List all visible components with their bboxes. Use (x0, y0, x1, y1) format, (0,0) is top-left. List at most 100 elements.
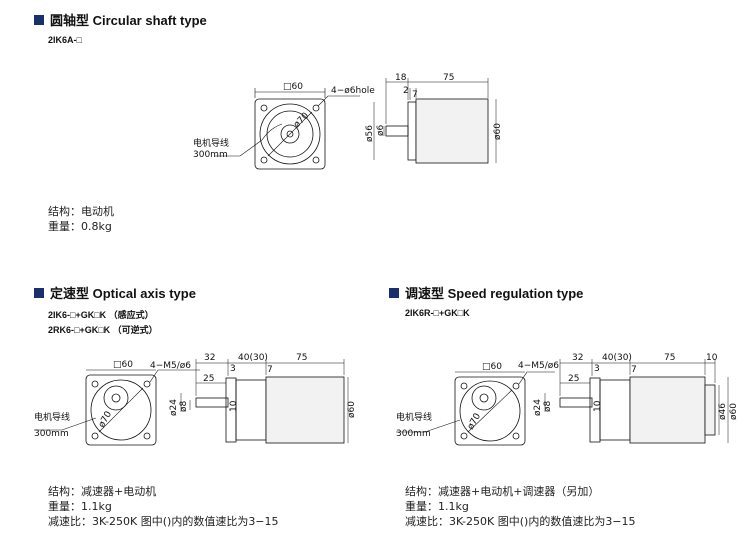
optical-model-1: 2IK6-□+GK□K （感应式） (48, 310, 154, 320)
speed-dim-46: ø46 (718, 403, 728, 420)
flange-square (254, 98, 326, 170)
mount-hole (143, 432, 151, 440)
speed-model: 2IK6R-□+GK□K (405, 308, 470, 318)
optical-dim-24: ø24 (169, 399, 179, 416)
flange (407, 101, 417, 161)
speed-dim-7: 7 (631, 365, 637, 375)
speed-dim-holes: 4−M5/ø6 (518, 361, 559, 371)
speed-dim-24: ø24 (533, 399, 543, 416)
speed-lead-1: 电机导线 (396, 411, 432, 423)
circular-side-view (373, 78, 497, 164)
circular-spec: 结构：电动机 重量：0.8kg (48, 204, 114, 234)
optical-dim-7: 7 (267, 365, 273, 375)
optical-dim-25: 25 (203, 374, 214, 384)
gearbox-body (599, 379, 631, 441)
title-square-icon (389, 287, 399, 298)
optical-title-text: 定速型 Optical axis type (50, 286, 196, 301)
mount-hole (312, 104, 320, 112)
speed-dim-3: 3 (594, 364, 600, 374)
mount-hole (91, 432, 99, 440)
optical-dim-60: ø60 (347, 401, 357, 418)
speed-dim-32: 32 (572, 353, 583, 363)
circular-dim-2: 2 (403, 86, 409, 96)
speed-dim-square: □60 (482, 362, 502, 372)
mount-hole (143, 380, 151, 388)
speed-dim-10-top: 10 (706, 353, 718, 363)
speed-dim-60: ø60 (729, 403, 739, 420)
optical-lead-1: 电机导线 (34, 411, 70, 423)
circular-dim-6: ø6 (376, 124, 386, 136)
spec-ratio: 减速比：3K-250K 图中()内的数值速比为3−15 (405, 515, 636, 528)
optical-front-view (34, 369, 200, 446)
circular-title: 圆轴型 Circular shaft type (34, 10, 207, 29)
output-shaft (479, 393, 489, 403)
speed-side-view (544, 359, 729, 444)
speed-title: 调速型 Speed regulation type (389, 283, 583, 302)
circular-dim-diag: ø70 (292, 111, 311, 130)
gearbox-circle (90, 379, 152, 441)
circular-dim-75: 75 (443, 73, 454, 83)
shaft (385, 125, 409, 137)
mount-hole (460, 432, 468, 440)
optical-dim-3: 3 (230, 364, 236, 374)
circular-title-text: 圆轴型 Circular shaft type (50, 13, 207, 28)
optical-lead-2: 300mm (34, 429, 69, 439)
mount-hole (512, 382, 520, 390)
optical-title: 定速型 Optical axis type (34, 283, 196, 302)
optical-dim-holes: 4−M5/ø6 (150, 361, 191, 371)
speed-dim-40: 40(30) (602, 353, 632, 363)
optical-dim-8: ø8 (179, 400, 189, 412)
optical-dim-40: 40(30) (238, 353, 268, 363)
pilot-circle (280, 124, 300, 144)
circular-front-view (215, 88, 360, 170)
gearbox-body (235, 379, 267, 441)
optical-dim-square: □60 (113, 360, 133, 370)
speed-lead-2: 300mm (396, 429, 431, 439)
output-shaft (559, 397, 593, 408)
optical-dim-32: 32 (204, 353, 215, 363)
spec-weight: 重量：1.1kg (405, 500, 469, 513)
rear-cap (704, 384, 716, 436)
gearbox-boss (103, 385, 129, 411)
circular-dim-60: ø60 (493, 123, 503, 140)
circular-dim-18: 18 (395, 73, 407, 83)
mount-hole (91, 380, 99, 388)
mount-hole (460, 382, 468, 390)
speed-dim-10: 10 (593, 400, 603, 412)
mount-hole (312, 156, 320, 164)
diagonal-dim-line (267, 111, 313, 157)
motor-body (415, 98, 489, 164)
gearbox-circle (459, 380, 521, 442)
output-shaft (195, 397, 229, 408)
spec-structure: 结构：减速器+电动机 (48, 485, 157, 498)
optical-dim-75: 75 (296, 353, 307, 363)
speed-dim-8: ø8 (543, 400, 553, 412)
mount-hole (512, 432, 520, 440)
spec-weight: 重量：0.8kg (48, 220, 112, 233)
hole-leader (317, 95, 360, 107)
optical-model-2: 2RK6-□+GK□K （可逆式） (48, 325, 158, 335)
circular-model: 2IK6A-□ (48, 35, 82, 45)
circular-lead-2: 300mm (193, 150, 228, 160)
flange-circle (259, 103, 321, 165)
optical-spec: 结构：减速器+电动机 重量：1.1kg 减速比：3K-250K 图中()内的数值… (48, 484, 279, 529)
mount-hole (260, 156, 268, 164)
circular-dim-56: ø56 (365, 125, 375, 142)
circular-dim-7: 7 (412, 90, 418, 100)
spec-structure: 结构：电动机 (48, 205, 114, 218)
output-shaft (111, 393, 121, 403)
gearbox-square (454, 376, 526, 446)
speed-dim-25: 25 (568, 374, 579, 384)
optical-side-view (180, 359, 349, 444)
speed-front-view (396, 371, 555, 446)
speed-dim-diag: ø70 (466, 412, 483, 432)
gearbox-boss (471, 385, 497, 411)
mount-hole (260, 104, 268, 112)
speed-spec: 结构：减速器+电动机+调速器（另加） 重量：1.1kg 减速比：3K-250K … (405, 484, 636, 529)
shaft-circle (286, 130, 294, 138)
spec-structure: 结构：减速器+电动机+调速器（另加） (405, 485, 600, 498)
speed-title-text: 调速型 Speed regulation type (405, 286, 584, 301)
spec-ratio: 减速比：3K-250K 图中()内的数值速比为3−15 (48, 515, 279, 528)
spec-weight: 重量：1.1kg (48, 500, 112, 513)
